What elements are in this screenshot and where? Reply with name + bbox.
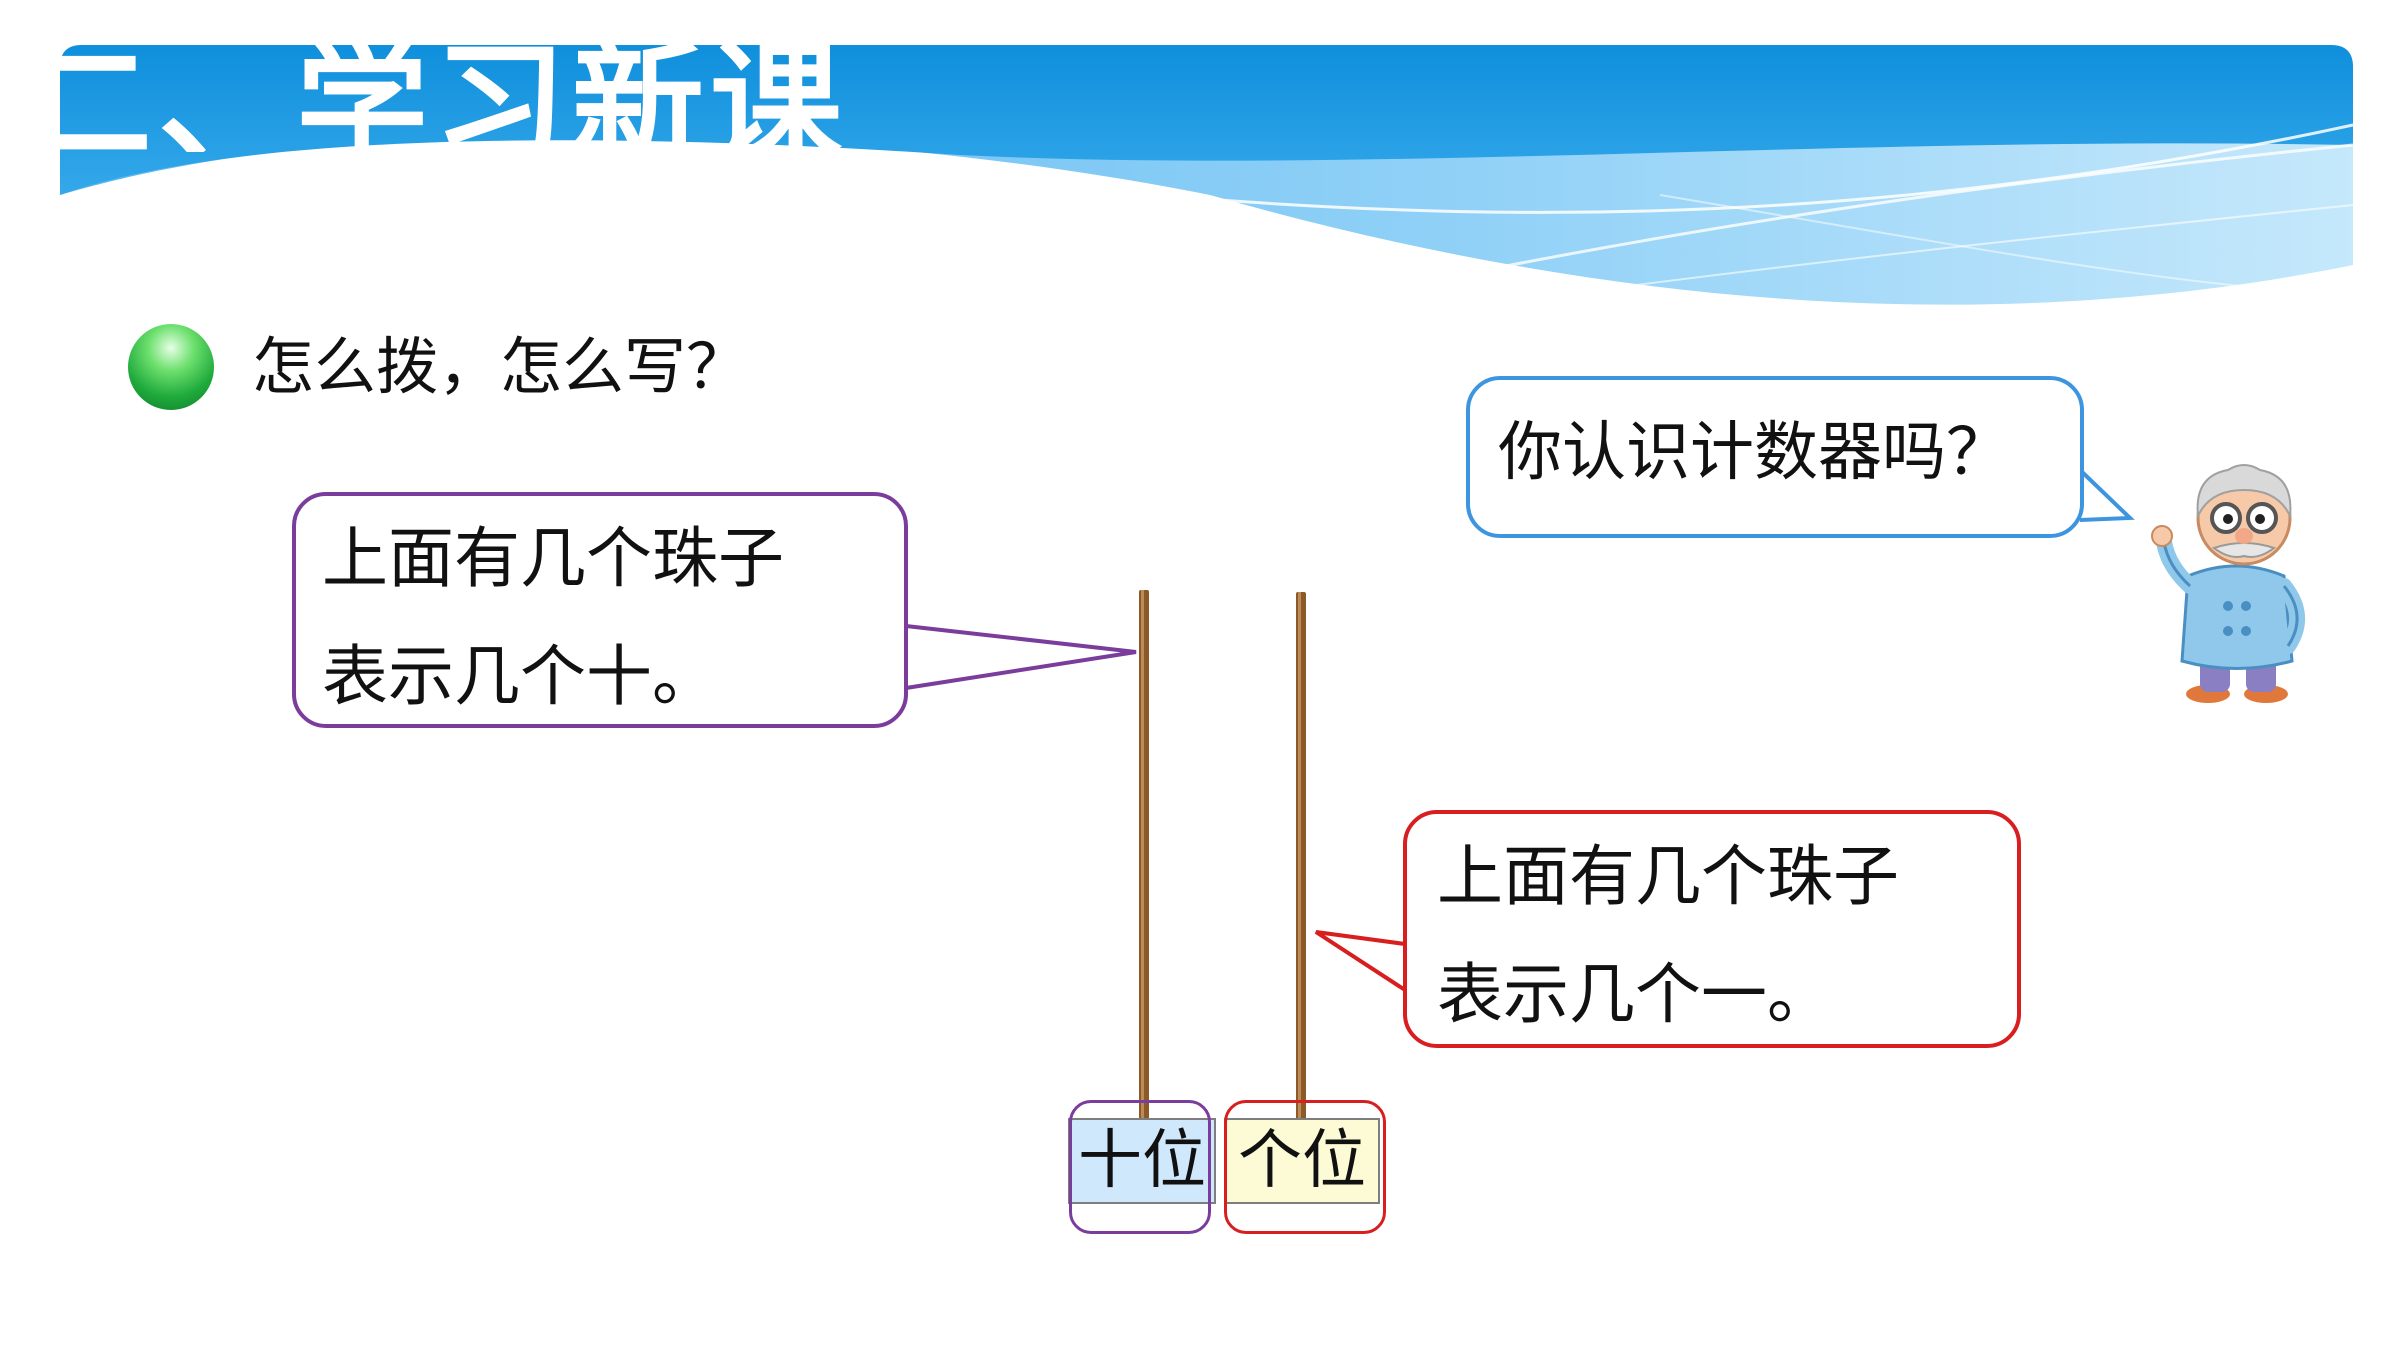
green-bullet-icon [128,324,214,410]
tens-place-outline [1069,1100,1211,1234]
ones-place-outline [1224,1100,1386,1234]
ones-bubble-line2: 表示几个一。 [1437,956,1833,1033]
teacher-question: 你认识计数器吗？ [1498,416,2010,490]
teacher-bubble-tail [2078,468,2135,522]
teacher-speech-bubble: 你认识计数器吗？ [1466,376,2084,538]
section-title: 二、学习新课 [60,30,848,152]
ones-bubble-line1: 上面有几个珠子 [1437,838,1899,915]
tens-place-label: 十位 [1068,1118,1216,1204]
header-banner [60,45,2353,320]
old-teacher-icon [2151,464,2306,703]
tens-bubble-line2: 表示几个十。 [322,638,718,715]
tens-bubble: 上面有几个珠子 表示几个十。 [292,492,908,728]
ones-bubble-tail [1314,930,1407,992]
ones-place-label: 个位 [1224,1118,1380,1204]
tens-bubble-tail-fill [904,626,1136,688]
ones-rod-highlight [1298,592,1301,1120]
lesson-question: 怎么拨，怎么写？ [252,330,749,403]
wave-banner-graphic [60,45,2353,305]
tens-rod-highlight [1141,590,1144,1120]
tens-bubble-line1: 上面有几个珠子 [322,520,784,597]
tens-bubble-tail [905,624,1137,690]
ones-bubble: 上面有几个珠子 表示几个一。 [1403,810,2021,1048]
